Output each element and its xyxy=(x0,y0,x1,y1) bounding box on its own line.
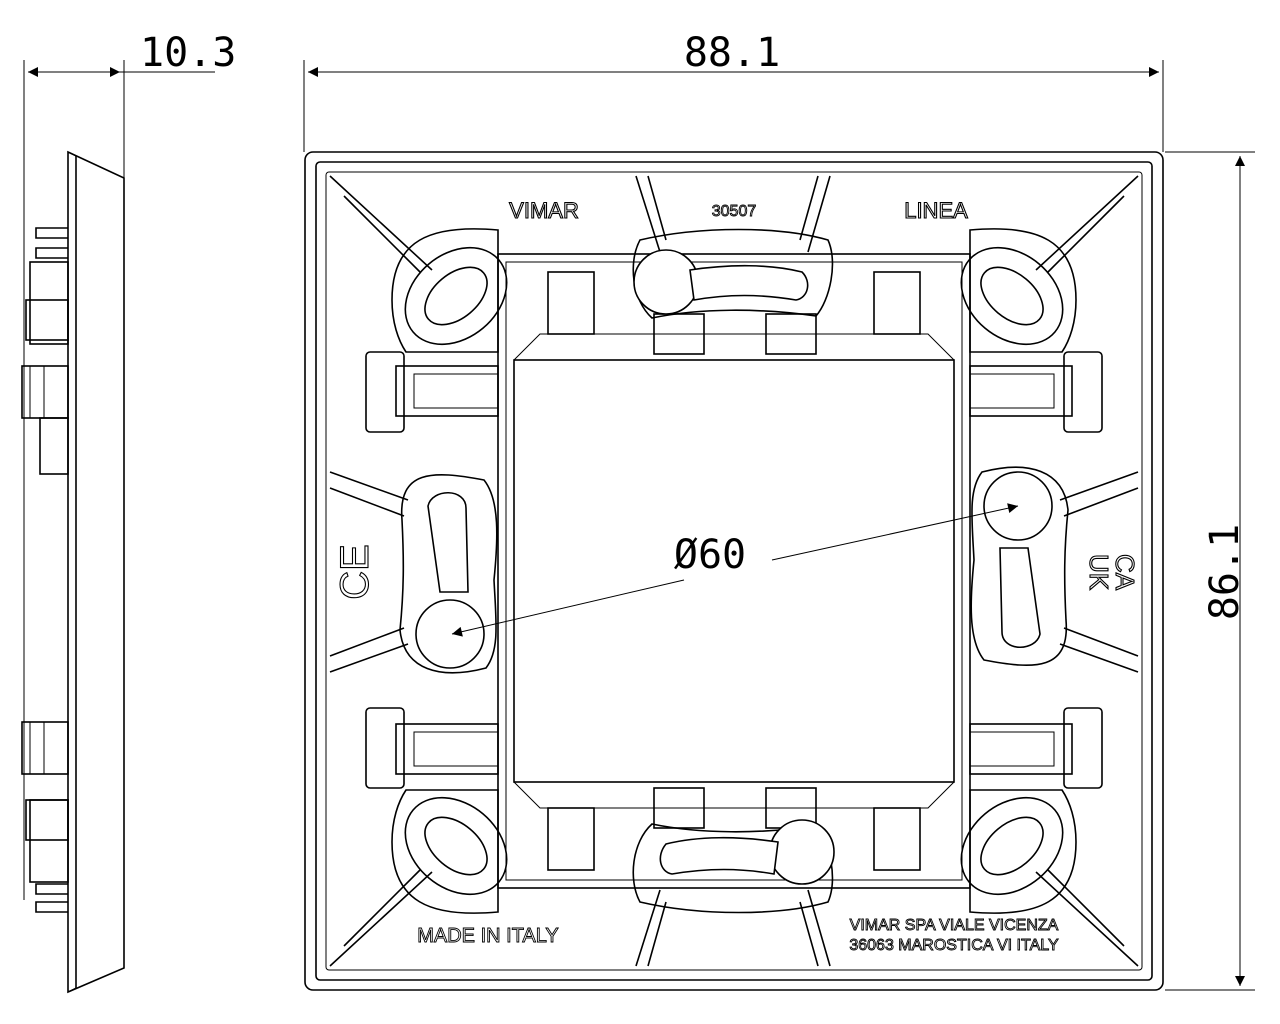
address-line1-marking: VIMAR SPA VIALE VICENZA xyxy=(850,917,1059,934)
plate-outline xyxy=(304,151,1164,991)
address-line2-marking: 36063 MAROSTICA VI ITALY xyxy=(849,937,1059,954)
depth-dimension-label: 10.3 xyxy=(140,30,236,76)
ukca-marking-line1: UK xyxy=(1084,554,1114,591)
ce-marking: CE xyxy=(333,544,377,600)
diameter-dimension-label: Ø60 xyxy=(674,532,746,578)
width-dimension: 88.1 xyxy=(308,30,1159,77)
corner-slot-top-left xyxy=(404,246,508,346)
height-dimension-label: 86.1 xyxy=(1202,524,1248,620)
ukca-marking-line2: CA xyxy=(1110,554,1140,591)
keyhole-slot-right xyxy=(970,466,1069,666)
depth-dimension: 10.3 xyxy=(28,30,236,77)
corner-slot-bottom-right xyxy=(960,796,1064,896)
corner-slot-top-right xyxy=(960,246,1064,346)
corner-slot-bottom-left xyxy=(404,796,508,896)
front-view: 88.1 86.1 xyxy=(303,30,1255,991)
height-dimension: 86.1 xyxy=(1202,156,1248,986)
central-opening xyxy=(513,359,955,783)
keyhole-slot-top xyxy=(632,228,834,319)
series-marking: LINEA xyxy=(904,198,968,223)
keyhole-slot-left xyxy=(399,474,498,674)
keyhole-slot-bottom xyxy=(632,819,835,914)
width-dimension-label: 88.1 xyxy=(684,30,780,76)
diameter-dimension: Ø60 xyxy=(451,503,1019,637)
brand-marking: VIMAR xyxy=(509,198,579,223)
side-view: 10.3 xyxy=(21,30,236,994)
origin-marking: MADE IN ITALY xyxy=(417,925,559,947)
code-marking: 30507 xyxy=(712,203,757,220)
